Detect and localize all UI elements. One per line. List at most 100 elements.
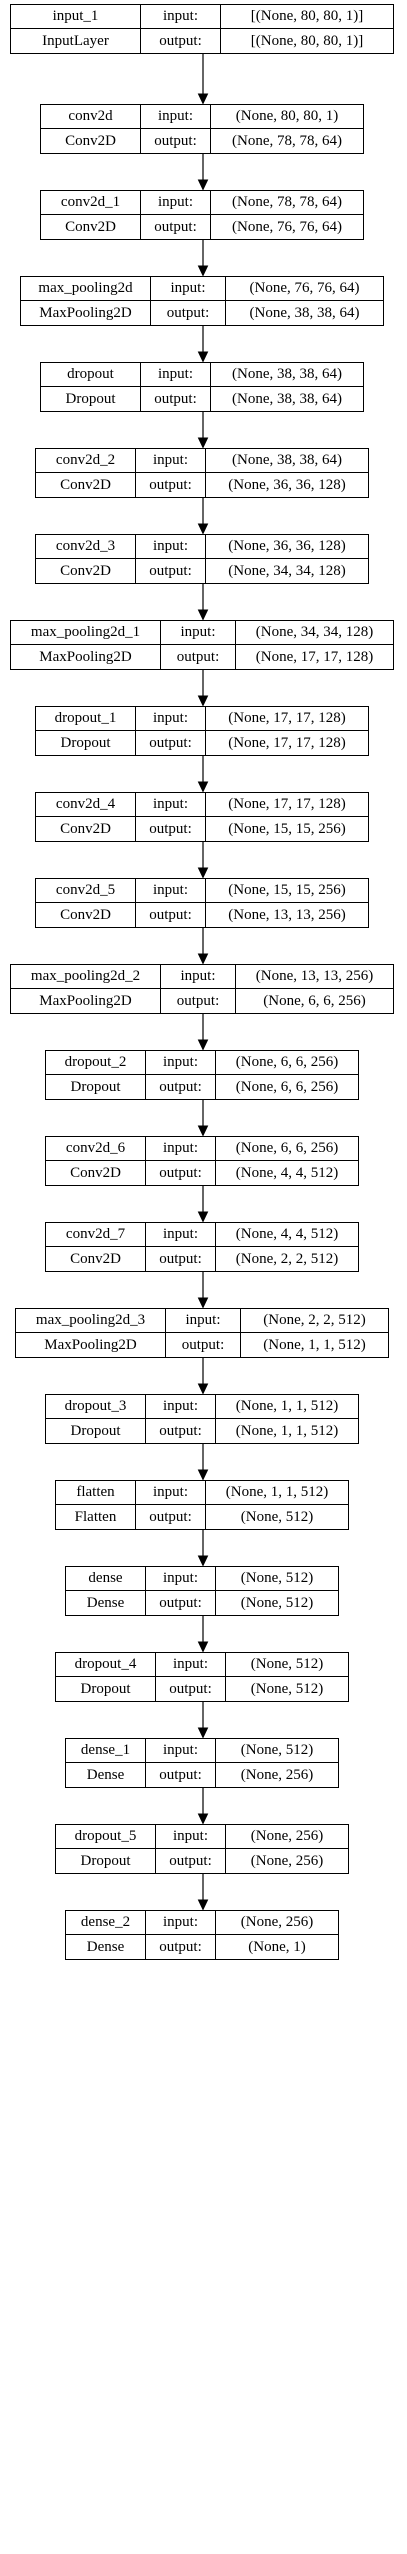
input-shape: (None, 256)	[216, 1911, 338, 1935]
layer-name: dropout_2	[46, 1051, 145, 1075]
output-label: output:	[159, 1938, 202, 1955]
output-shape: (None, 512)	[240, 1594, 314, 1611]
input-shape: (None, 76, 76, 64)	[226, 277, 383, 301]
input-label: input:	[156, 1653, 225, 1677]
edge-arrow	[197, 1186, 209, 1223]
output-shape: (None, 1)	[248, 1938, 306, 1955]
output-shape: (None, 38, 38, 64)	[232, 390, 342, 407]
input-label: input:	[146, 1911, 215, 1935]
output-label: output:	[176, 648, 220, 665]
output-shape: (None, 17, 17, 128)	[255, 648, 374, 665]
input-shape: (None, 78, 78, 64)	[211, 191, 363, 215]
layer-type: Dense	[86, 1594, 125, 1611]
input-shape: (None, 512)	[226, 1653, 348, 1677]
layer-name: max_pooling2d_2	[11, 965, 160, 989]
layer-type: Conv2D	[60, 906, 111, 923]
layer-type: MaxPooling2D	[39, 648, 132, 665]
layer-type: MaxPooling2D	[44, 1336, 137, 1353]
layer-name: dropout_4	[56, 1653, 155, 1677]
layer-name: dense	[66, 1567, 145, 1591]
output-label: output:	[159, 1078, 202, 1095]
edge-arrow	[197, 498, 209, 535]
layer-name: conv2d_6	[46, 1137, 145, 1161]
layer-name: conv2d_4	[36, 793, 135, 817]
layer-name: max_pooling2d_3	[16, 1309, 165, 1333]
layer-name: conv2d_2	[36, 449, 135, 473]
output-shape: (None, 6, 6, 256)	[235, 1078, 339, 1095]
edge-arrow	[197, 928, 209, 965]
input-label: input:	[141, 5, 220, 29]
input-label: input:	[161, 965, 235, 989]
output-shape: (None, 13, 13, 256)	[228, 906, 346, 923]
edge-arrow	[197, 584, 209, 621]
output-label: output:	[149, 820, 192, 837]
input-shape: (None, 80, 80, 1)	[211, 105, 363, 129]
layer-type: MaxPooling2D	[39, 304, 132, 321]
layer-type: Conv2D	[60, 820, 111, 837]
output-shape: (None, 36, 36, 128)	[228, 476, 346, 493]
output-shape: (None, 2, 2, 512)	[235, 1250, 339, 1267]
output-label: output:	[149, 734, 192, 751]
layer-type: Conv2D	[65, 132, 116, 149]
layer-type: Dropout	[70, 1078, 121, 1095]
output-shape: (None, 76, 76, 64)	[232, 218, 342, 235]
output-label: output:	[169, 1852, 212, 1869]
layer-name: dropout_1	[36, 707, 135, 731]
input-shape: (None, 38, 38, 64)	[206, 449, 368, 473]
edge-arrow	[197, 326, 209, 363]
edge-arrow	[197, 1702, 209, 1739]
output-label: output:	[154, 132, 197, 149]
input-label: input:	[166, 1309, 240, 1333]
output-shape: (None, 15, 15, 256)	[228, 820, 346, 837]
edge-arrow	[197, 1530, 209, 1567]
layer-name: dropout_3	[46, 1395, 145, 1419]
output-label: output:	[159, 1164, 202, 1181]
input-label: input:	[136, 1481, 205, 1505]
output-label: output:	[166, 304, 210, 321]
input-shape: (None, 512)	[216, 1567, 338, 1591]
output-label: output:	[149, 562, 192, 579]
output-label: output:	[181, 1336, 225, 1353]
edge-arrow	[197, 842, 209, 879]
layer-type: Conv2D	[70, 1164, 121, 1181]
output-shape: [(None, 80, 80, 1)]	[250, 32, 364, 49]
edge-arrow	[197, 240, 209, 277]
input-shape: (None, 6, 6, 256)	[216, 1051, 358, 1075]
input-label: input:	[146, 1567, 215, 1591]
output-label: output:	[176, 992, 220, 1009]
output-shape: (None, 4, 4, 512)	[235, 1164, 339, 1181]
input-label: input:	[141, 191, 210, 215]
layer-type: Dropout	[70, 1422, 121, 1439]
edge-arrow	[197, 54, 209, 105]
layer-name: max_pooling2d_1	[11, 621, 160, 645]
layer-type: Dropout	[65, 390, 116, 407]
output-shape: (None, 512)	[240, 1508, 314, 1525]
layer-name: flatten	[56, 1481, 135, 1505]
layer-name: conv2d_1	[41, 191, 140, 215]
input-label: input:	[136, 449, 205, 473]
input-label: input:	[141, 105, 210, 129]
input-label: input:	[146, 1223, 215, 1247]
input-label: input:	[146, 1395, 215, 1419]
output-label: output:	[159, 1594, 202, 1611]
output-label: output:	[159, 1250, 202, 1267]
layer-name: dropout_5	[56, 1825, 155, 1849]
edge-arrow	[197, 154, 209, 191]
edge-arrow	[197, 1358, 209, 1395]
input-label: input:	[136, 879, 205, 903]
edge-arrow	[197, 412, 209, 449]
